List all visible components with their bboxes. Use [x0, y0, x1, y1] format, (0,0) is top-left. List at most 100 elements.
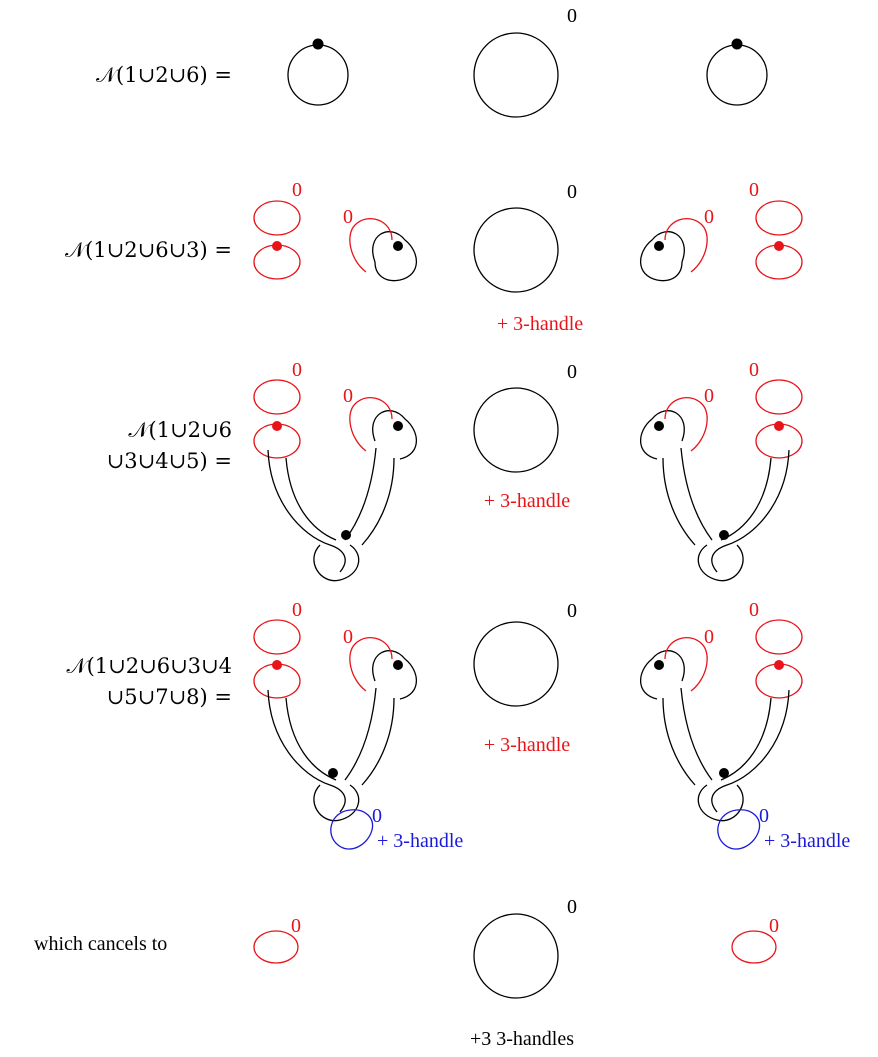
- row-1: 𝒩(1∪2∪6) = 0: [96, 5, 768, 118]
- zero-framed-unknot: [473, 32, 559, 118]
- row-5-label-line-1: which cancels to: [34, 933, 167, 955]
- band-strand: [720, 697, 772, 781]
- black-clasp: [372, 410, 417, 460]
- center-framing-label: 0: [567, 600, 577, 622]
- blue-framing-label: 0: [759, 805, 769, 827]
- band-strand: [267, 449, 346, 573]
- red-clasp-strand: [664, 397, 708, 452]
- dot-marker: [341, 530, 351, 540]
- band-strand: [344, 687, 377, 781]
- dot-marker: [719, 768, 729, 778]
- row-3: 𝒩(1∪2∪6 ∪3∪4∪5) = 0 0 0 + 3-handle 0 0: [107, 359, 803, 582]
- three-handle-note: + 3-handle: [497, 313, 583, 335]
- framing-label: 0: [291, 915, 301, 937]
- band-strand: [285, 457, 337, 541]
- red-zero-unknot: [755, 379, 803, 415]
- dot-marker: [393, 660, 403, 670]
- band-strand: [662, 697, 696, 786]
- blue-zero-unknot: [717, 809, 761, 850]
- dot-marker: [654, 660, 664, 670]
- framing-label: 0: [704, 385, 714, 407]
- framing-label: 0: [749, 599, 759, 621]
- red-clasp-strand: [349, 637, 393, 692]
- red-zero-unknot: [253, 619, 301, 655]
- row-4-label-line-1: 𝒩(1∪2∪6∪3∪4: [67, 654, 233, 678]
- dot-marker: [654, 421, 664, 431]
- row-3-label-line-1: 𝒩(1∪2∪6: [128, 418, 232, 442]
- red-dot-marker: [272, 660, 282, 670]
- row-2: 𝒩(1∪2∪6∪3) = 0 0 0 + 3-handle 0 0: [65, 179, 803, 335]
- dotted-band-loop: [697, 544, 744, 582]
- dotted-band-loop: [697, 784, 744, 822]
- row-2-label-line-1: 𝒩(1∪2∪6∪3) =: [65, 238, 232, 262]
- zero-framed-unknot: [473, 207, 559, 293]
- blue-framing-label: 0: [372, 805, 382, 827]
- dot-marker: [719, 530, 729, 540]
- black-clasp: [640, 410, 685, 460]
- dot-marker: [654, 241, 664, 251]
- center-framing-label: 0: [567, 896, 577, 918]
- blue-zero-unknot: [330, 809, 374, 850]
- framing-label: 0: [343, 626, 353, 648]
- dot-marker: [393, 421, 403, 431]
- red-dot-marker: [774, 241, 784, 251]
- band-strand: [285, 697, 337, 781]
- dot-marker: [328, 768, 338, 778]
- zero-framed-unknot: [473, 621, 559, 707]
- band-strand: [361, 697, 395, 786]
- framing-label: 0: [749, 359, 759, 381]
- red-zero-unknot: [253, 930, 299, 964]
- band-strand: [344, 447, 377, 541]
- framing-label: 0: [343, 206, 353, 228]
- band-strand: [662, 457, 696, 546]
- framing-label: 0: [292, 359, 302, 381]
- three-handle-note: + 3-handle: [484, 734, 570, 756]
- band-strand: [680, 687, 713, 781]
- black-dotted-clasp: [372, 231, 417, 282]
- red-zero-unknot: [755, 200, 803, 236]
- row-5: which cancels to 0 0 +3 3-handles 0: [34, 896, 779, 1050]
- red-clasp-strand: [349, 397, 393, 452]
- dotted-band-loop: [313, 784, 360, 822]
- red-dot-marker: [774, 660, 784, 670]
- red-clasp-strand: [664, 218, 708, 273]
- red-zero-unknot: [755, 619, 803, 655]
- framing-label: 0: [749, 179, 759, 201]
- black-clasp: [372, 650, 417, 700]
- zero-framed-unknot: [473, 387, 559, 473]
- center-framing-label: 0: [567, 5, 577, 27]
- red-zero-unknot: [253, 200, 301, 236]
- framing-label: 0: [769, 915, 779, 937]
- framing-label: 0: [343, 385, 353, 407]
- row-4-label-line-2: ∪5∪7∪8) =: [107, 685, 232, 709]
- band-strand: [711, 689, 790, 813]
- red-dot-marker: [272, 421, 282, 431]
- band-strand: [267, 689, 346, 813]
- framing-label: 0: [704, 206, 714, 228]
- band-strand: [680, 447, 713, 541]
- row-4: 𝒩(1∪2∪6∪3∪4 ∪5∪7∪8) = 0 0 0 + 3-handle 0…: [67, 599, 851, 852]
- blue-three-handle-note: + 3-handle: [377, 830, 463, 852]
- red-zero-unknot: [731, 930, 777, 964]
- zero-framed-unknot: [473, 913, 559, 999]
- dot-marker: [312, 38, 324, 50]
- dotted-band-loop: [313, 544, 360, 582]
- red-zero-unknot: [253, 379, 301, 415]
- red-clasp-strand: [664, 637, 708, 692]
- red-clasp-strand: [349, 218, 393, 273]
- dotted-unknot-left: [287, 44, 349, 106]
- dot-marker: [731, 38, 743, 50]
- framing-label: 0: [704, 626, 714, 648]
- dot-marker: [393, 241, 403, 251]
- row-1-label-line-1: 𝒩(1∪2∪6) =: [96, 63, 232, 87]
- black-clasp: [640, 650, 685, 700]
- red-dot-marker: [272, 241, 282, 251]
- row-3-label-line-2: ∪3∪4∪5) =: [107, 449, 232, 473]
- three-handles-note: +3 3-handles: [470, 1028, 574, 1050]
- framing-label: 0: [292, 179, 302, 201]
- center-framing-label: 0: [567, 361, 577, 383]
- black-dotted-clasp: [640, 231, 685, 282]
- dotted-unknot-right: [706, 44, 768, 106]
- band-strand: [720, 457, 772, 541]
